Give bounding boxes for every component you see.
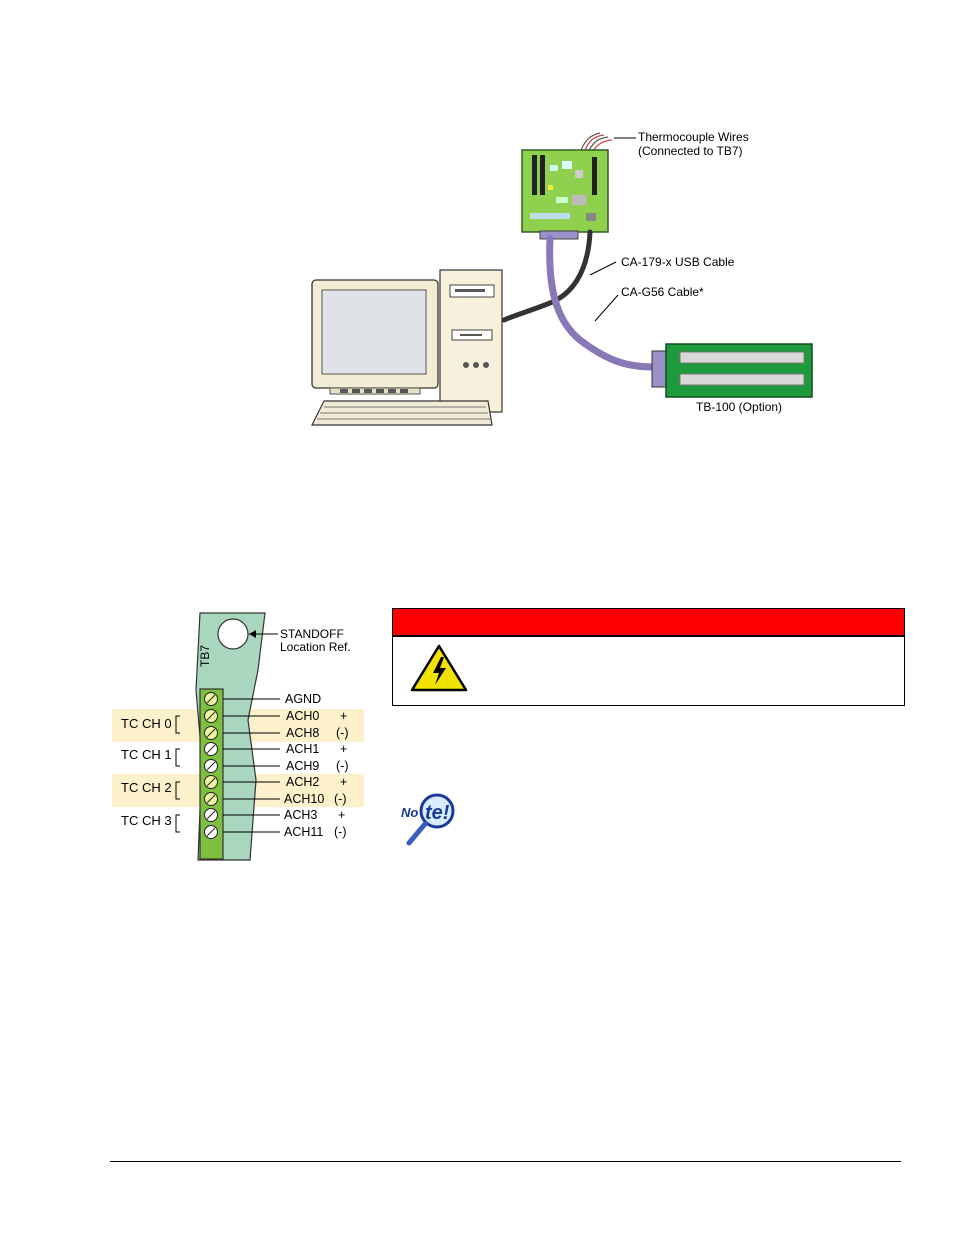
tc-ch1-label: TC CH 1 — [121, 747, 172, 762]
standoff-label-line2: Location Ref. — [280, 640, 351, 654]
footer-rule — [110, 1161, 901, 1162]
computer-tower — [439, 269, 503, 413]
note-magnifier-icon: No te! — [401, 793, 455, 846]
pin-label-ach2: ACH2 — [286, 775, 320, 789]
tc-ch0-label: TC CH 0 — [121, 716, 172, 731]
pin-polarity-ach0: + — [340, 709, 348, 723]
usb-cable — [501, 229, 593, 323]
pin-label-ach8: ACH8 — [286, 726, 320, 740]
computer-monitor — [311, 279, 439, 395]
pin-label-ach1: ACH1 — [286, 742, 320, 756]
pin-polarity-ach2: + — [340, 775, 348, 789]
usb-cable-label: CA-179-x USB Cable — [621, 255, 735, 269]
daq-board — [521, 149, 609, 240]
standoff-label-line1: STANDOFF — [280, 627, 344, 641]
pin-label-ach0: ACH0 — [286, 709, 320, 723]
tb7-terminal-diagram — [175, 612, 280, 861]
pin-polarity-ach10: (-) — [334, 792, 347, 806]
tb7-label: TB7 — [198, 644, 212, 667]
usb-cable-leader-line — [589, 261, 617, 276]
thermocouple-wires-label-line2: (Connected to TB7) — [638, 144, 743, 158]
tc-ch2-label: TC CH 2 — [121, 780, 172, 795]
pin-label-ach3: ACH3 — [284, 808, 318, 822]
g56-cable — [546, 235, 659, 371]
warning-header-bar — [393, 609, 904, 637]
computer-keyboard — [311, 400, 493, 426]
svg-text:te!: te! — [425, 802, 450, 824]
warning-box — [392, 608, 905, 706]
svg-text:No: No — [401, 805, 418, 820]
tb100-label: TB-100 (Option) — [696, 400, 783, 414]
connection-diagram — [311, 132, 813, 426]
g56-cable-leader-line — [594, 294, 619, 322]
tb100-board — [651, 343, 813, 398]
channel-brackets — [175, 715, 180, 833]
high-voltage-warning-icon — [410, 644, 468, 692]
tc-ch3-label: TC CH 3 — [121, 813, 172, 828]
pin-leader-lines — [223, 698, 280, 833]
screw-terminals — [204, 692, 218, 839]
pin-label-ach11: ACH11 — [284, 825, 324, 839]
pin-polarity-ach9: (-) — [336, 759, 349, 773]
standoff-hole — [217, 618, 249, 650]
pin-label-ach9: ACH9 — [286, 759, 320, 773]
g56-cable-label: CA-G56 Cable* — [621, 285, 704, 299]
thermocouple-wires-label-line1: Thermocouple Wires — [638, 130, 749, 144]
pin-polarity-ach3: + — [338, 808, 346, 822]
pin-label-ach10: ACH10 — [284, 792, 325, 806]
pin-polarity-ach1: + — [340, 742, 348, 756]
pin-label-agnd: AGND — [285, 692, 322, 706]
pin-polarity-ach8: (-) — [336, 726, 349, 740]
pin-polarity-ach11: (-) — [334, 825, 347, 839]
